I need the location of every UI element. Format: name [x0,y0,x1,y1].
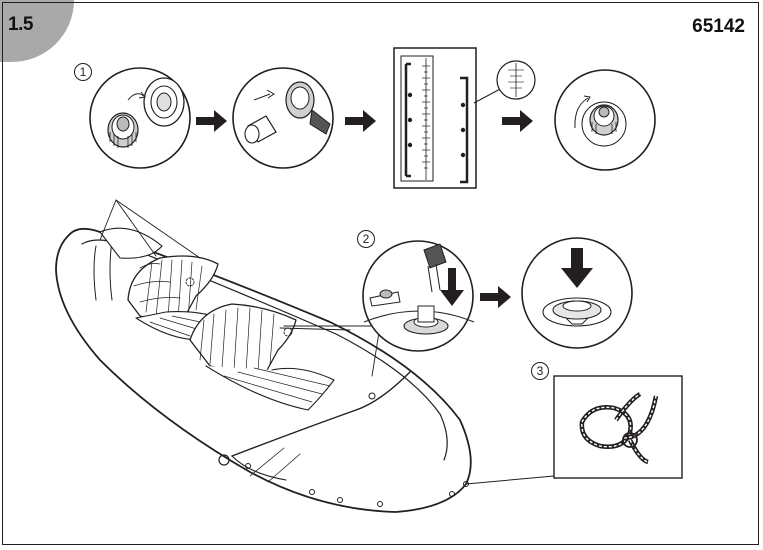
arrow-right-icon [345,110,376,132]
valve-closeup-2 [232,67,334,169]
step-2-number: 2 [357,230,375,248]
step-label: 1.5 [8,14,33,35]
step-corner-tab: 1.5 [0,0,74,62]
step-1-number: 1 [74,63,92,81]
valve-closeup-1 [89,67,191,169]
arrow-right-icon [480,286,511,308]
arrow-right-icon [502,110,533,132]
kayak-illustration [55,199,555,513]
page-border [2,2,759,545]
model-number: 65142 [692,16,745,37]
valve-closeup-3 [554,69,656,171]
pressure-gauge-panel [393,47,536,189]
rope-box [553,375,683,479]
arrow-right-icon [196,110,227,132]
step-3-number: 3 [531,362,549,380]
inflation-closeup [362,240,475,352]
valve-cap-closeup [521,237,633,349]
